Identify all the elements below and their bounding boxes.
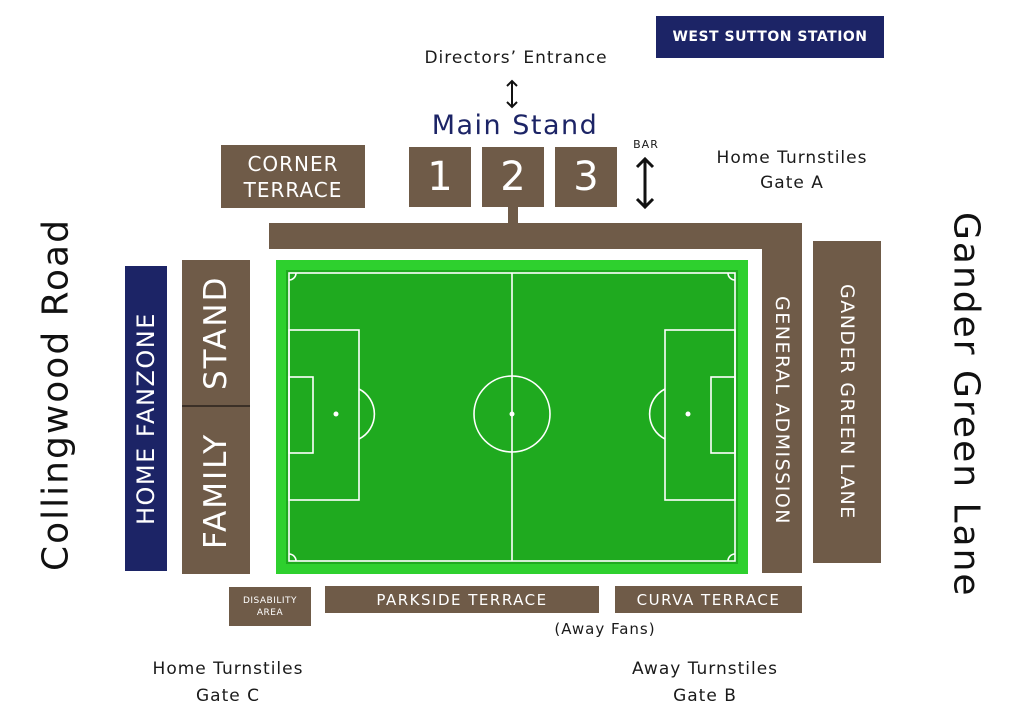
- family-stand-upper: STAND: [182, 260, 250, 405]
- collingwood-road-label: Collingwood Road: [28, 190, 84, 600]
- right-six-yard-box: [710, 376, 736, 454]
- away-fans-label: (Away Fans): [500, 620, 710, 638]
- family-stand-label-stand: STAND: [198, 275, 234, 390]
- section-1-label: 1: [427, 154, 453, 200]
- away-turnstiles-gate-b: Away Turnstiles Gate B: [585, 656, 825, 710]
- collingwood-road-text: Collingwood Road: [35, 218, 77, 572]
- up-down-arrow-icon: [506, 79, 518, 109]
- family-stand-lower: FAMILY: [182, 407, 250, 574]
- station-label: WEST SUTTON STATION: [672, 29, 868, 45]
- bar-text: BAR: [633, 138, 659, 151]
- corner-terrace-stand: CORNER TERRACE: [221, 145, 365, 208]
- left-six-yard-box: [288, 376, 314, 454]
- family-stand: STAND FAMILY: [182, 260, 250, 574]
- home-turnstiles-gate-c: Home Turnstiles Gate C: [108, 656, 348, 710]
- home-turnstiles-a-line1: Home Turnstiles: [716, 148, 868, 168]
- gander-green-lane-road-text: Gander Green Lane: [945, 212, 987, 598]
- away-turnstiles-b-line1: Away Turnstiles: [631, 659, 779, 679]
- left-penalty-spot: [333, 411, 339, 417]
- main-stand-section-2: 2: [482, 147, 544, 207]
- bar-up-down-arrow-icon: [635, 156, 655, 210]
- disability-area: DISABILITY AREA: [229, 587, 311, 626]
- section-3-label: 3: [573, 154, 599, 200]
- bar-label: BAR: [628, 138, 664, 151]
- away-fans-text: (Away Fans): [554, 620, 656, 638]
- home-fanzone: HOME FANZONE: [125, 266, 167, 571]
- curva-terrace-label: CURVA TERRACE: [636, 590, 781, 609]
- family-stand-label-family: FAMILY: [198, 432, 234, 549]
- disability-area-line1: DISABILITY: [242, 595, 298, 606]
- parkside-terrace-label: PARKSIDE TERRACE: [376, 590, 548, 609]
- home-turnstiles-gate-a: Home Turnstiles Gate A: [672, 146, 912, 196]
- home-turnstiles-c-line1: Home Turnstiles: [152, 659, 304, 679]
- main-stand-section-3: 3: [555, 147, 617, 207]
- centre-circle: [473, 375, 551, 453]
- left-penalty-arc: [358, 388, 376, 440]
- home-turnstiles-a-line2: Gate A: [760, 173, 824, 193]
- centre-spot: [509, 411, 515, 417]
- away-turnstiles-b-line2: Gate B: [673, 686, 737, 706]
- main-stand-text: Main Stand: [431, 110, 599, 141]
- gander-green-lane-stand: GANDER GREEN LANE: [813, 241, 881, 563]
- general-admission-label: GENERAL ADMISSION: [771, 296, 793, 526]
- football-pitch: [276, 260, 748, 574]
- main-stand-title: Main Stand: [400, 110, 630, 141]
- home-turnstiles-c-line2: Gate C: [196, 686, 260, 706]
- main-stand-connector: [508, 207, 518, 223]
- corner-terrace-label: CORNER TERRACE: [243, 151, 343, 202]
- gander-green-lane-stand-label: GANDER GREEN LANE: [836, 284, 858, 520]
- directors-entrance-label: Directors’ Entrance: [396, 48, 636, 68]
- gander-green-lane-road-label: Gander Green Lane: [938, 190, 994, 620]
- curva-terrace: CURVA TERRACE: [615, 586, 802, 613]
- home-fanzone-label: HOME FANZONE: [132, 312, 160, 525]
- family-stand-divider: [182, 405, 250, 407]
- section-2-label: 2: [500, 154, 526, 200]
- main-stand-bar: [269, 223, 802, 249]
- main-stand-section-1: 1: [409, 147, 471, 207]
- west-sutton-station-sign: WEST SUTTON STATION: [656, 16, 884, 58]
- general-admission-stand: GENERAL ADMISSION: [762, 249, 802, 573]
- parkside-terrace: PARKSIDE TERRACE: [325, 586, 599, 613]
- disability-area-line2: AREA: [256, 607, 284, 618]
- directors-entrance-text: Directors’ Entrance: [424, 48, 608, 68]
- right-penalty-arc: [648, 388, 666, 440]
- right-penalty-spot: [685, 411, 691, 417]
